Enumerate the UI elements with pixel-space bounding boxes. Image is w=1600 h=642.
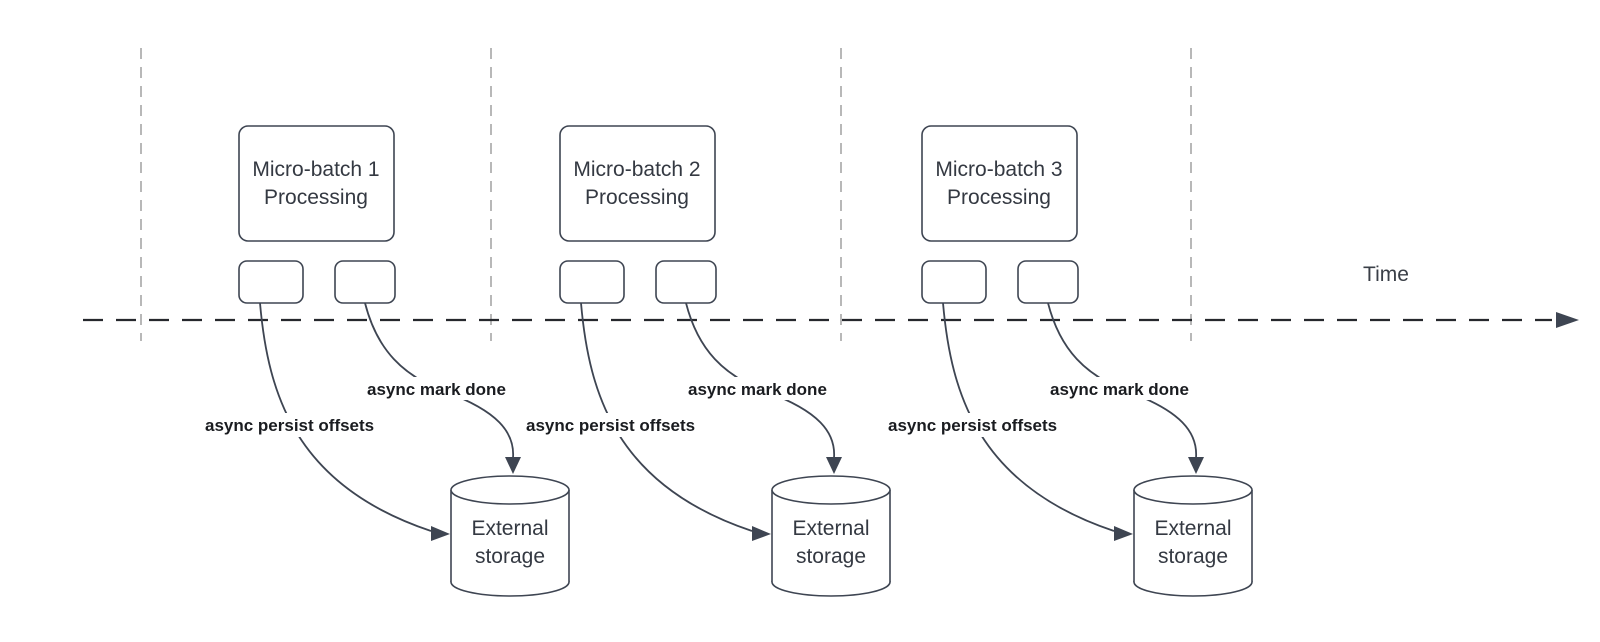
mark-done-label: async mark done [1050,380,1189,399]
storage-cylinder: External storage [450,475,570,597]
mark-done-label-background [1046,377,1196,400]
persist-offsets-label: async persist offsets [526,416,695,435]
mark-done-label-background [363,377,513,400]
offset-commit-box [238,260,304,304]
storage-label-line1: External [792,517,869,540]
persist-offsets-label: async persist offsets [888,416,1057,435]
cylinder-top [450,475,570,505]
mark-done-arrowhead-icon [826,457,842,474]
storage-label-line1: External [471,517,548,540]
micro-batch-group-1: Micro-batch 1 Processing async persist o… [200,125,570,597]
time-axis-label: Time [1363,263,1409,286]
persist-offsets-arrowhead-icon [1114,526,1133,541]
storage-label-line2: storage [796,545,866,568]
persist-label-background [200,413,382,437]
processing-box [559,125,716,242]
cylinder-body [1134,490,1252,582]
processing-box-label-line1: Micro-batch 3 [935,158,1062,181]
mark-done-box [334,260,396,304]
mark-done-arrowhead-icon [505,457,521,474]
storage-label-line2: storage [475,545,545,568]
processing-box [921,125,1078,242]
cylinder-top [1133,475,1253,505]
processing-box-label-line2: Processing [585,186,689,209]
micro-batch-group-2: Micro-batch 2 Processing async persist o… [521,125,891,597]
storage-label-line1: External [1154,517,1231,540]
mark-done-label: async mark done [688,380,827,399]
persist-label-background [521,413,703,437]
offset-commit-box [921,260,987,304]
persist-offsets-arrowhead-icon [752,526,771,541]
processing-box [238,125,395,242]
storage-cylinder: External storage [771,475,891,597]
micro-batch-group-3: Micro-batch 3 Processing async persist o… [883,125,1253,597]
mark-done-label-background [684,377,834,400]
time-axis-arrowhead-icon [1556,312,1579,328]
storage-cylinder: External storage [1133,475,1253,597]
persist-offsets-label: async persist offsets [205,416,374,435]
mark-done-label: async mark done [367,380,506,399]
processing-box-label-line2: Processing [264,186,368,209]
storage-label-line2: storage [1158,545,1228,568]
mark-done-box [655,260,717,304]
cylinder-top [771,475,891,505]
processing-box-label-line1: Micro-batch 2 [573,158,700,181]
mark-done-arrowhead-icon [1188,457,1204,474]
cylinder-body [772,490,890,582]
mark-done-box [1017,260,1079,304]
offset-commit-box [559,260,625,304]
processing-box-label-line1: Micro-batch 1 [252,158,379,181]
cylinder-body [451,490,569,582]
processing-box-label-line2: Processing [947,186,1051,209]
persist-offsets-arrowhead-icon [431,526,450,541]
persist-label-background [883,413,1065,437]
